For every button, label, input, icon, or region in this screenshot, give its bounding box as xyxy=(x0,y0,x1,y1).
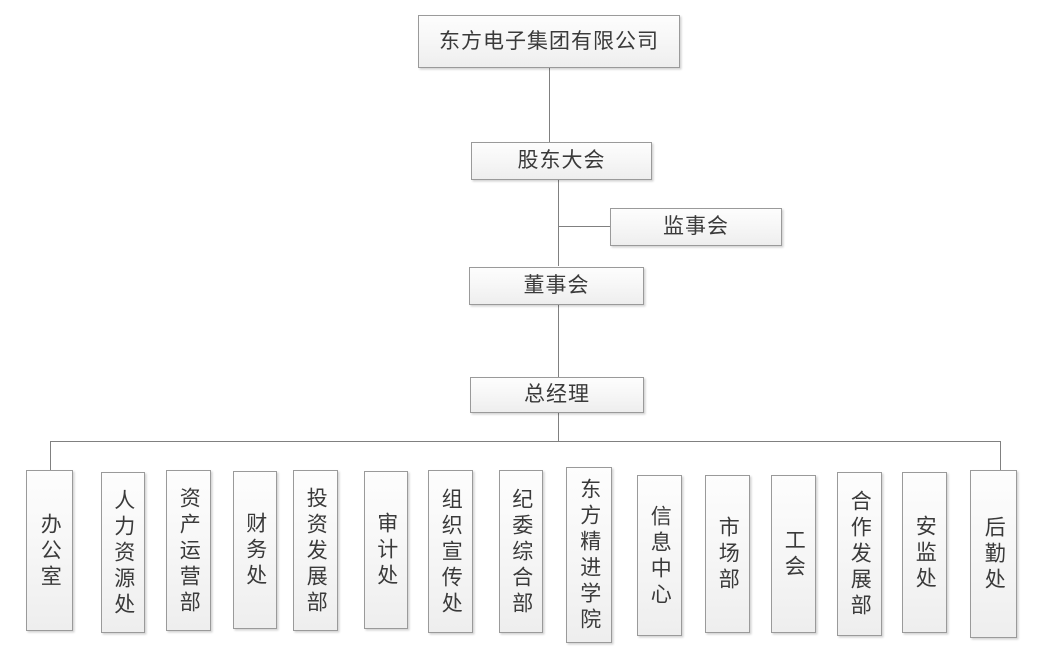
department-label-5: 审计处 xyxy=(374,512,399,590)
department-box-3[interactable]: 财务处 xyxy=(233,471,277,629)
department-box-11[interactable]: 工会 xyxy=(771,475,816,633)
department-box-12[interactable]: 合作发展部 xyxy=(837,472,882,636)
department-label-1: 人力资源处 xyxy=(111,488,136,619)
node-shareholders-meeting[interactable]: 股东大会 xyxy=(471,142,652,180)
connector-company-to-shareholders xyxy=(549,68,550,142)
department-box-5[interactable]: 审计处 xyxy=(364,471,408,629)
department-box-9[interactable]: 信息中心 xyxy=(637,475,682,636)
department-box-13[interactable]: 安监处 xyxy=(902,472,947,633)
node-shareholders-meeting-label: 股东大会 xyxy=(517,148,606,173)
connector-shareholders-to-directors xyxy=(558,180,559,266)
department-label-2: 资产运营部 xyxy=(177,486,202,617)
connector-bus-to-first-department xyxy=(50,441,51,470)
department-label-12: 合作发展部 xyxy=(848,490,873,620)
connector-branch-to-supervisors xyxy=(558,226,610,227)
department-box-14[interactable]: 后勤处 xyxy=(970,470,1017,638)
department-box-7[interactable]: 纪委综合部 xyxy=(499,470,543,633)
node-board-of-supervisors[interactable]: 监事会 xyxy=(610,208,782,246)
connector-department-bus xyxy=(50,441,1001,442)
connector-bus-to-last-department xyxy=(1000,441,1001,470)
department-label-4: 投资发展部 xyxy=(304,486,329,617)
connector-manager-to-bus xyxy=(558,411,559,441)
department-label-11: 工会 xyxy=(782,529,807,581)
department-box-8[interactable]: 东方精进学院 xyxy=(566,467,612,643)
node-general-manager-label: 总经理 xyxy=(524,382,590,407)
department-label-14: 后勤处 xyxy=(982,516,1007,594)
connector-directors-to-manager xyxy=(558,305,559,377)
department-label-3: 财务处 xyxy=(243,512,268,590)
department-label-6: 组织宣传处 xyxy=(439,487,464,618)
department-label-9: 信息中心 xyxy=(648,504,673,609)
department-label-0: 办公室 xyxy=(38,512,63,591)
node-board-of-directors[interactable]: 董事会 xyxy=(469,267,644,305)
node-company[interactable]: 东方电子集团有限公司 xyxy=(418,15,680,68)
department-box-6[interactable]: 组织宣传处 xyxy=(428,470,473,633)
department-box-0[interactable]: 办公室 xyxy=(26,470,73,631)
department-box-10[interactable]: 市场部 xyxy=(705,475,750,633)
department-box-2[interactable]: 资产运营部 xyxy=(166,470,211,631)
department-box-4[interactable]: 投资发展部 xyxy=(293,470,338,631)
node-board-of-supervisors-label: 监事会 xyxy=(663,214,729,239)
department-box-1[interactable]: 人力资源处 xyxy=(101,472,145,633)
node-company-label: 东方电子集团有限公司 xyxy=(439,28,659,53)
node-general-manager[interactable]: 总经理 xyxy=(470,377,644,413)
department-label-7: 纪委综合部 xyxy=(509,487,534,618)
department-label-8: 东方精进学院 xyxy=(577,478,602,634)
department-label-13: 安监处 xyxy=(913,514,938,593)
node-board-of-directors-label: 董事会 xyxy=(523,273,590,298)
department-label-10: 市场部 xyxy=(716,516,741,594)
